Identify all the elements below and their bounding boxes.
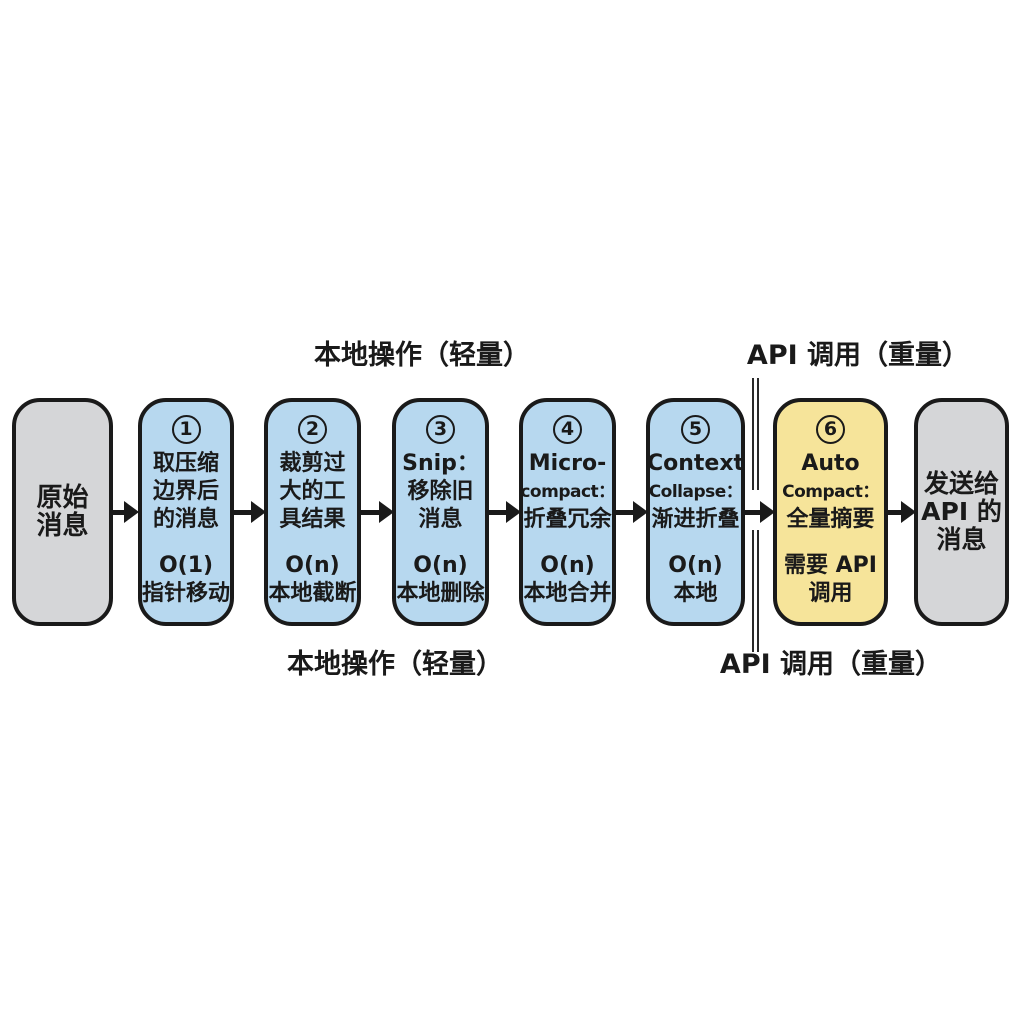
- local-api-divider-bottom: [752, 530, 759, 652]
- step-cost-line: O(1): [158, 553, 214, 578]
- step-cost-line: O(n): [413, 553, 468, 578]
- step-number-circled: 3: [426, 415, 455, 444]
- step-title-line: 折叠冗余: [523, 507, 612, 532]
- step-cost-line: 需要 API: [784, 553, 877, 578]
- step-box-1: 1 取压缩 边界后 的消息 O(1) 指针移动: [138, 398, 234, 626]
- step-cost-line: 本地截断: [268, 581, 357, 606]
- arrow-head-icon: [251, 501, 266, 523]
- step-cost-line: 本地: [673, 581, 718, 606]
- flow-arrow-3: [359, 501, 394, 523]
- step-number-circled: 6: [816, 415, 845, 444]
- step-title-line: Micro-: [528, 451, 607, 476]
- source-box: 原始 消息: [12, 398, 113, 626]
- flow-arrow-7: [886, 501, 916, 523]
- step-title-line: 大的工: [279, 479, 346, 504]
- step-title-line: 具结果: [279, 507, 346, 532]
- step-box-6: 6 Auto Compact： 全量摘要 需要 API 调用: [773, 398, 888, 626]
- arrow-head-icon: [901, 501, 916, 523]
- step-title-line: 裁剪过: [279, 451, 346, 476]
- flow-arrow-6: [741, 501, 775, 523]
- step-title-line: 移除旧: [407, 479, 474, 504]
- step-cost-line: O(n): [285, 553, 340, 578]
- step-number-circled: 4: [553, 415, 582, 444]
- step-title-line: 的消息: [152, 507, 219, 532]
- flow-arrow-5: [614, 501, 648, 523]
- arrow-shaft: [232, 509, 257, 515]
- step-cost-line: O(n): [540, 553, 595, 578]
- box-text-line: 消息: [36, 511, 89, 541]
- label-local-top: 本地操作（轻量）: [314, 340, 530, 371]
- step-number-circled: 5: [681, 415, 710, 444]
- step-cost-line: 调用: [808, 581, 853, 606]
- step-cost-line: 本地删除: [396, 581, 485, 606]
- step-title-line: Context: [646, 451, 745, 476]
- step-title-line: 全量摘要: [786, 507, 875, 532]
- local-api-divider-top: [752, 378, 759, 490]
- step-title-line: compact：: [520, 482, 615, 502]
- box-text-line: 原始: [36, 483, 89, 513]
- label-local-bottom: 本地操作（轻量）: [287, 649, 503, 680]
- arrow-shaft: [741, 509, 766, 515]
- step-title-line: 渐进折叠: [651, 507, 740, 532]
- step-title-line: Snip：: [402, 451, 479, 476]
- step-cost-line: 指针移动: [142, 581, 231, 606]
- step-title-line: 边界后: [152, 479, 219, 504]
- box-text-line: 消息: [936, 525, 987, 554]
- arrow-shaft: [886, 509, 907, 515]
- label-api-bottom: API 调用（重量）: [719, 649, 943, 680]
- step-title-line: Compact：: [782, 482, 879, 502]
- arrow-head-icon: [124, 501, 139, 523]
- step-box-3: 3 Snip： 移除旧 消息 O(n) 本地删除: [392, 398, 489, 626]
- box-text-line: API 的: [921, 497, 1002, 526]
- flow-arrow-2: [232, 501, 266, 523]
- step-cost-line: 本地合并: [523, 581, 612, 606]
- arrow-shaft: [487, 509, 512, 515]
- arrow-head-icon: [506, 501, 521, 523]
- arrow-head-icon: [379, 501, 394, 523]
- step-box-2: 2 裁剪过 大的工 具结果 O(n) 本地截断: [264, 398, 361, 626]
- step-title-line: 取压缩: [152, 451, 219, 476]
- step-number-circled: 1: [171, 415, 201, 444]
- label-api-top: API 调用（重量）: [746, 340, 970, 371]
- step-title-line: Auto: [801, 451, 860, 476]
- step-cost-line: O(n): [668, 553, 723, 578]
- step-title-line: Collapse：: [648, 482, 743, 502]
- step-box-4: 4 Micro- compact： 折叠冗余 O(n) 本地合并: [519, 398, 616, 626]
- arrow-shaft: [614, 509, 639, 515]
- step-number-circled: 2: [298, 415, 327, 444]
- step-title-line: 消息: [418, 507, 463, 532]
- arrow-head-icon: [633, 501, 648, 523]
- flow-arrow-1: [109, 501, 139, 523]
- arrow-head-icon: [760, 501, 775, 523]
- output-box: 发送给 API 的 消息: [914, 398, 1009, 626]
- step-box-5: 5 Context Collapse： 渐进折叠 O(n) 本地: [646, 398, 745, 626]
- arrow-shaft: [359, 509, 385, 515]
- arrow-shaft: [109, 509, 130, 515]
- flow-arrow-4: [487, 501, 521, 523]
- box-text-line: 发送给: [923, 469, 999, 498]
